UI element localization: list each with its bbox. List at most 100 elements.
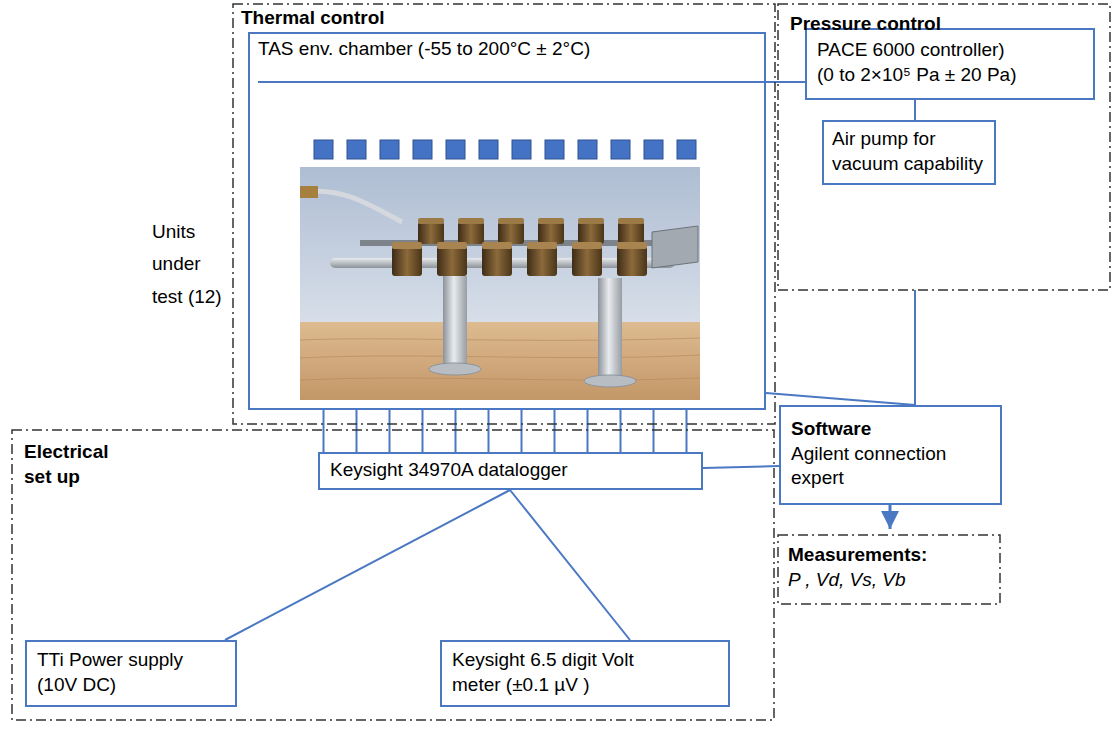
text-group: PACE 6000 controller) (0 to 2×10⁵ Pa ± 2… bbox=[807, 30, 1093, 95]
fitting-cap bbox=[482, 242, 512, 249]
connector-arrow bbox=[889, 505, 892, 529]
gas-pipe bbox=[304, 191, 402, 222]
connector-line bbox=[389, 410, 391, 452]
brass-fitting bbox=[458, 222, 484, 244]
device-box: PACE 6000 controller) (0 to 2×10⁵ Pa ± 2… bbox=[805, 28, 1095, 100]
fitting-cap bbox=[617, 242, 647, 249]
connector-line bbox=[521, 410, 523, 452]
connector-line bbox=[225, 490, 510, 640]
front-fittings bbox=[392, 242, 647, 276]
box-text: Keysight 6.5 digit Volt meter (±0.1 µV ) bbox=[452, 648, 657, 697]
connector-line bbox=[686, 410, 688, 452]
connector-line bbox=[488, 410, 490, 452]
dash-dot-outline bbox=[233, 4, 775, 424]
photo-table bbox=[300, 322, 700, 400]
unit-marker bbox=[380, 140, 399, 159]
connector-line bbox=[914, 100, 916, 120]
box-text: Air pump for vacuum capability bbox=[832, 127, 986, 176]
stand-base bbox=[429, 363, 481, 375]
fitting-cap bbox=[618, 218, 644, 224]
unit-marker bbox=[512, 140, 531, 159]
unit-markers bbox=[314, 140, 696, 159]
device-box: TTi Power supply (10V DC) bbox=[25, 640, 237, 707]
brass-fitting bbox=[482, 246, 512, 276]
connector-line bbox=[554, 410, 556, 452]
unit-marker bbox=[578, 140, 597, 159]
unit-marker bbox=[545, 140, 564, 159]
support-stand bbox=[598, 278, 622, 380]
unit-marker bbox=[347, 140, 366, 159]
heading-text: Pressure control bbox=[790, 12, 941, 37]
fitting-cap bbox=[498, 218, 524, 224]
box-text: P , Vd, Vs, Vb bbox=[788, 568, 906, 593]
unit-marker bbox=[314, 140, 333, 159]
unit-marker bbox=[446, 140, 465, 159]
dash-dot-border bbox=[778, 535, 1000, 604]
group-region: Thermal controlTAS env. chamber (-55 to … bbox=[233, 4, 775, 424]
unit-marker bbox=[644, 140, 663, 159]
box-text: PACE 6000 controller) (0 to 2×10⁵ Pa ± 2… bbox=[817, 38, 1022, 87]
pressure-line bbox=[258, 81, 766, 83]
fitting-cap bbox=[458, 218, 484, 224]
group-region: Electrical set up Keysight 34970A datalog… bbox=[12, 430, 774, 720]
heading-text: Software bbox=[791, 417, 871, 442]
text-group: Keysight 34970A datalogger bbox=[320, 454, 701, 487]
connector-line bbox=[323, 410, 325, 452]
device-box: Keysight 6.5 digit Volt meter (±0.1 µV ) bbox=[440, 640, 730, 707]
stand-base bbox=[584, 375, 636, 387]
connector-line bbox=[766, 81, 805, 83]
output-box: Measurements:P , Vd, Vs, Vb bbox=[778, 535, 1000, 604]
brass-fitting bbox=[572, 246, 602, 276]
box-text: TAS env. chamber (-55 to 200°C ± 2°C) bbox=[258, 37, 590, 62]
connector-line bbox=[422, 410, 424, 452]
mount-plate bbox=[652, 226, 698, 268]
unit-marker bbox=[479, 140, 498, 159]
connector-line bbox=[356, 410, 358, 452]
connector-line bbox=[653, 410, 655, 452]
fitting-cap bbox=[527, 242, 557, 249]
fitting-cap bbox=[572, 242, 602, 249]
connector-line bbox=[587, 410, 589, 452]
brass-fitting bbox=[527, 246, 557, 276]
unit-marker bbox=[413, 140, 432, 159]
heading-text: Electrical set up bbox=[24, 440, 124, 489]
fitting-cap bbox=[392, 242, 422, 249]
connector-line bbox=[620, 410, 622, 452]
unit-marker bbox=[677, 140, 696, 159]
fitting-cap bbox=[578, 218, 604, 224]
box-text: Keysight 34970A datalogger bbox=[330, 458, 568, 483]
test-rig-photo bbox=[300, 167, 700, 400]
support-stand bbox=[443, 276, 467, 368]
unit-marker bbox=[611, 140, 630, 159]
brass-fitting bbox=[392, 246, 422, 276]
fitting-cap bbox=[437, 242, 467, 249]
brass-fitting bbox=[418, 222, 444, 244]
connector-line bbox=[510, 490, 630, 640]
photo-wall bbox=[300, 167, 700, 327]
connector-line bbox=[703, 466, 779, 468]
pipe-fitting bbox=[300, 186, 318, 198]
heading-text: Thermal control bbox=[241, 6, 385, 31]
text-group: TAS env. chamber (-55 to 200°C ± 2°C) bbox=[250, 34, 764, 65]
heading-text: Measurements: bbox=[788, 543, 927, 568]
chamber-box: TAS env. chamber (-55 to 200°C ± 2°C) bbox=[248, 32, 766, 410]
text-group: Measurements:P , Vd, Vs, Vb bbox=[778, 535, 1000, 600]
text-group: SoftwareAgilent connection expert bbox=[781, 407, 1000, 501]
text-group: Pressure control bbox=[778, 4, 1110, 45]
brass-fitting bbox=[437, 246, 467, 276]
brass-fitting bbox=[578, 222, 604, 244]
device-box: Keysight 34970A datalogger bbox=[318, 452, 703, 490]
group-region: Pressure controlPACE 6000 controller) (0… bbox=[778, 4, 1110, 290]
fitting-cap bbox=[538, 218, 564, 224]
device-box: Air pump for vacuum capability bbox=[822, 120, 996, 185]
fitting-cap bbox=[418, 218, 444, 224]
text-group: Keysight 6.5 digit Volt meter (±0.1 µV ) bbox=[442, 642, 728, 703]
connector-line bbox=[455, 410, 457, 452]
brass-fitting bbox=[538, 222, 564, 244]
text-group: Air pump for vacuum capability bbox=[824, 122, 994, 181]
box-text: Agilent connection expert bbox=[791, 442, 990, 491]
dash-dot-border bbox=[778, 4, 1110, 290]
wood-grain bbox=[300, 338, 700, 380]
